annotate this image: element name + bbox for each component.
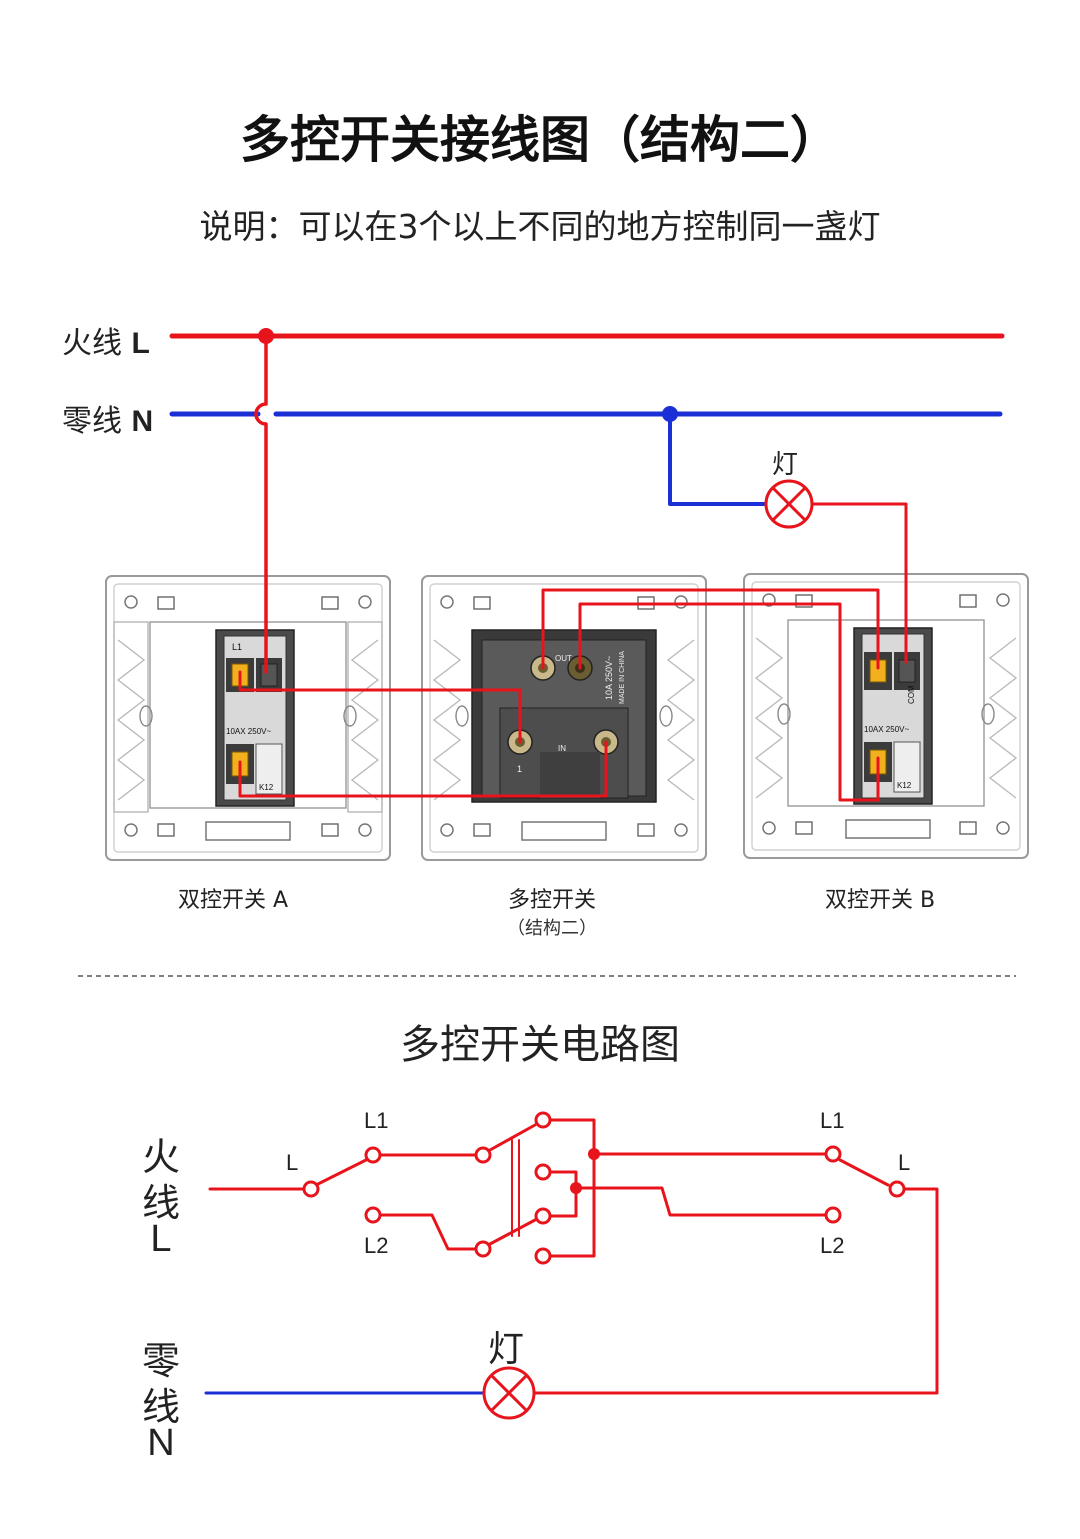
live-junction-dot — [258, 328, 274, 344]
multi-out-mark: OUT — [555, 654, 572, 663]
circuit-neutral-char-3: N — [147, 1422, 175, 1464]
neutral-drop-wire — [668, 412, 768, 506]
circuit-junction-1 — [588, 1148, 600, 1160]
lamp-label-top: 灯 — [772, 450, 799, 480]
switch-a-panel: L1 10AX 250V~ K12 — [105, 575, 391, 861]
switch-b-com-mark: COM — [907, 685, 916, 704]
circuit-lamp-label: 灯 — [488, 1329, 525, 1370]
switch-b-panel: COM 10AX 250V~ K12 — [743, 573, 1029, 859]
lamp-symbol-circuit — [482, 1366, 536, 1420]
circuit-left-l1: L1 — [364, 1108, 389, 1133]
circuit-right-l1: L1 — [820, 1108, 845, 1133]
circuit-live-char-1: 火 — [141, 1135, 180, 1179]
multi-num-mark: 1 — [517, 764, 522, 774]
live-wire-label: 火线 L — [62, 326, 150, 361]
circuit-live-char-3: L — [150, 1218, 172, 1260]
page-title: 多控开关接线图（结构二） — [240, 111, 840, 169]
page-subtitle: 说明：可以在3个以上不同的地方控制同一盏灯 — [199, 207, 881, 246]
switch-a-model: K12 — [259, 783, 274, 792]
circuit-neutral-char-1: 零 — [141, 1339, 180, 1383]
multi-out1-to-b-wire — [541, 588, 880, 670]
circuit-contacts — [302, 1111, 906, 1265]
circuit-neutral-char-2: 线 — [141, 1385, 180, 1429]
circuit-live-char-2: 线 — [141, 1181, 180, 1225]
live-drop-wire — [254, 334, 268, 674]
neutral-wire-label: 零线 N — [62, 404, 154, 439]
circuit-heading: 多控开关电路图 — [400, 1022, 680, 1068]
multi-in-mark: IN — [558, 744, 566, 753]
switch-a-rating: 10AX 250V~ — [226, 727, 271, 736]
circuit-right-l2: L2 — [820, 1233, 845, 1258]
switch-a-caption: 双控开关 A — [177, 888, 289, 913]
lamp-symbol-top — [764, 479, 814, 529]
multi-made: MADE IN CHINA — [619, 651, 626, 704]
circuit-right-l: L — [898, 1150, 911, 1175]
lamp-to-b-wire — [810, 502, 908, 664]
a-l1-to-multi-wire — [238, 670, 522, 744]
circuit-junction-2 — [570, 1182, 582, 1194]
switch-b-rating: 10AX 250V~ — [864, 725, 909, 734]
neutral-junction-dot — [662, 406, 678, 422]
multi-switch-panel: OUT IN 1 10A 250V~ MADE IN CHINA — [421, 575, 707, 861]
multi-switch-caption: 多控开关 — [507, 888, 596, 913]
multi-switch-sub-caption: （结构二） — [507, 918, 597, 939]
a-l2-to-multi-wire — [238, 740, 608, 798]
switch-b-model: K12 — [897, 781, 912, 790]
circuit-schematic — [204, 1118, 939, 1395]
switch-a-l1-mark: L1 — [232, 642, 242, 652]
multi-out2-to-b-wire — [578, 602, 880, 802]
multi-rating: 10A 250V~ — [604, 656, 614, 700]
circuit-left-l: L — [286, 1150, 299, 1175]
circuit-left-l2: L2 — [364, 1233, 389, 1258]
switch-b-caption: 双控开关 B — [824, 888, 936, 913]
